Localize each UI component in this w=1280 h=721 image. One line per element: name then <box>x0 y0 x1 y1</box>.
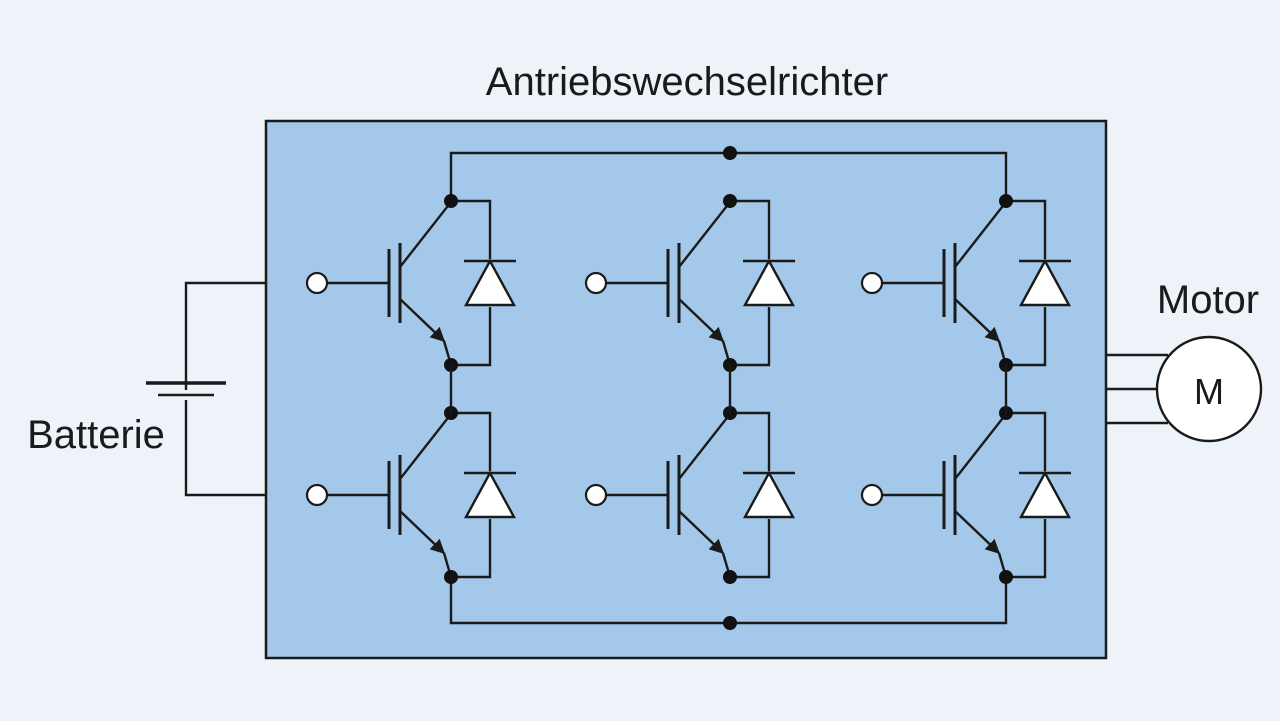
inverter-legs <box>305 194 1072 584</box>
diode-triangle <box>463 470 517 519</box>
junction-dot <box>999 570 1013 584</box>
junction-dot <box>444 570 458 584</box>
junction-dot <box>444 194 458 208</box>
junction-dot <box>723 570 737 584</box>
igbt-emitter-arrow <box>399 510 446 554</box>
diode-triangle <box>742 470 796 519</box>
diode-wire <box>1006 199 1047 367</box>
gate-terminal <box>305 483 329 507</box>
diode-wire <box>730 411 771 579</box>
junction-dot <box>723 194 737 208</box>
gate-terminal <box>584 271 608 295</box>
motor-label: Motor <box>1157 278 1259 322</box>
rail-junction-dot <box>723 616 737 630</box>
diagram-title: Antriebswechselrichter <box>486 60 888 104</box>
diode-wire <box>730 199 771 367</box>
igbt-emitter-arrow <box>399 298 446 342</box>
diode-triangle <box>1018 258 1072 307</box>
diode-triangle <box>742 258 796 307</box>
rail-junction-dot <box>723 146 737 160</box>
gate-terminal <box>584 483 608 507</box>
diode-triangle <box>1018 470 1072 519</box>
diode-wire <box>451 411 492 579</box>
junction-dot <box>999 194 1013 208</box>
battery-wire <box>184 281 266 497</box>
gate-terminal <box>860 483 884 507</box>
igbt-emitter-arrow <box>678 298 725 342</box>
diode-triangle <box>463 258 517 307</box>
igbt-emitter-arrow <box>954 298 1001 342</box>
battery-circuit <box>146 281 266 497</box>
gate-terminal <box>860 271 884 295</box>
battery-label: Batterie <box>27 413 165 457</box>
diode-wire <box>451 199 492 367</box>
gate-terminal <box>305 271 329 295</box>
diode-wire <box>1006 411 1047 579</box>
motor-connection <box>1106 335 1263 443</box>
motor-symbol-circle <box>1155 335 1263 443</box>
motor-symbol-letter: M <box>1194 371 1224 412</box>
igbt-emitter-arrow <box>954 510 1001 554</box>
inverter-box <box>264 119 1108 660</box>
igbt-emitter-arrow <box>678 510 725 554</box>
